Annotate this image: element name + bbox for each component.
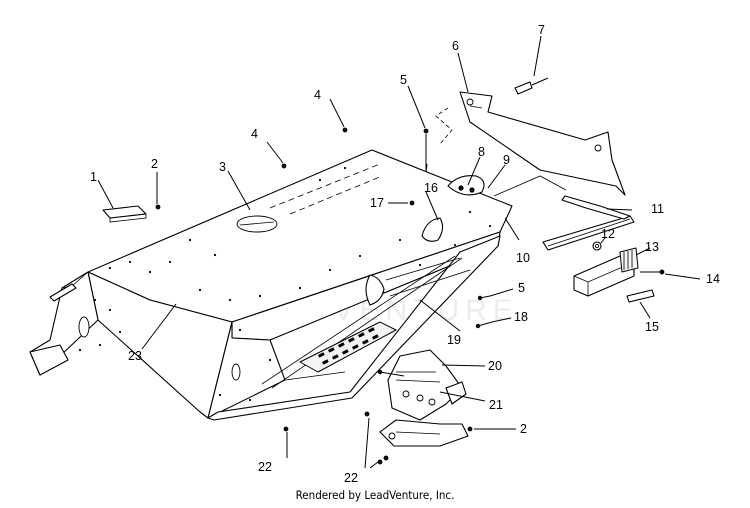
callout-17: 17	[370, 196, 384, 210]
callout-4: 4	[251, 127, 258, 141]
leader-lines	[97, 35, 701, 469]
mount-plate-8-9	[447, 175, 485, 196]
callout-12: 12	[601, 227, 615, 241]
rivet-17	[409, 200, 415, 206]
callout-13: 13	[645, 240, 659, 254]
callout-5: 5	[400, 73, 407, 87]
rivet-4-a	[342, 127, 348, 133]
rivet-2-top	[155, 204, 161, 210]
callout-10: 10	[516, 251, 530, 265]
callout-2: 2	[151, 157, 158, 171]
callout-14: 14	[706, 272, 720, 286]
callout-18: 18	[514, 310, 528, 324]
nose-foot	[29, 344, 69, 376]
callout-9: 9	[503, 153, 510, 167]
vent-panel	[299, 321, 397, 373]
callout-21: 21	[489, 398, 503, 412]
bolt-21	[379, 371, 405, 377]
callout-20: 20	[488, 359, 502, 373]
rivets	[78, 166, 492, 402]
callout-8: 8	[478, 145, 485, 159]
side-hole-left	[78, 316, 90, 338]
callout-15: 15	[645, 320, 659, 334]
label-15	[626, 289, 655, 303]
callout-1: 1	[90, 170, 97, 184]
bottom-rail	[207, 235, 501, 421]
side-scoop-19	[365, 274, 385, 306]
vent-slots	[318, 327, 379, 365]
rivet-2-lower	[467, 426, 473, 432]
callout-7: 7	[538, 23, 545, 37]
top-scoop-16	[421, 217, 444, 242]
footrest-bracket-20	[387, 349, 467, 421]
tunnel-lower-skirt	[207, 321, 286, 419]
rivet-22-b	[364, 411, 370, 417]
side-hole-right	[231, 363, 241, 381]
rivet-22-a	[283, 426, 289, 432]
callout-5: 5	[518, 281, 525, 295]
callout-2: 2	[520, 422, 527, 436]
rivet-22-d	[383, 455, 389, 461]
footer-credit: Rendered by LeadVenture, Inc.	[295, 488, 455, 502]
callout-23: 23	[128, 349, 142, 363]
callout-16: 16	[424, 181, 438, 195]
callout-6: 6	[452, 39, 459, 53]
callout-19: 19	[447, 333, 461, 347]
callout-22: 22	[344, 471, 358, 485]
callout-labels: 1 2 3 4 4 5 6 7 8 9 16 17 11 10 12 13 14…	[90, 23, 720, 485]
callout-3: 3	[219, 160, 226, 174]
rivet-18	[477, 321, 493, 327]
bolt-7	[514, 81, 533, 95]
nut-12	[592, 241, 602, 251]
rivet-5-top	[423, 128, 429, 134]
tunnel-assembly	[29, 149, 513, 421]
top-cutout-3	[236, 215, 278, 233]
lower-bracket	[379, 419, 469, 447]
callout-11: 11	[651, 202, 664, 216]
rivet-4-b	[281, 163, 287, 169]
callout-22: 22	[258, 460, 272, 474]
front-bumper-rod	[49, 283, 77, 302]
rear-bracket-6	[459, 91, 626, 196]
callout-4: 4	[314, 88, 321, 102]
rivet-22-c	[377, 459, 383, 465]
